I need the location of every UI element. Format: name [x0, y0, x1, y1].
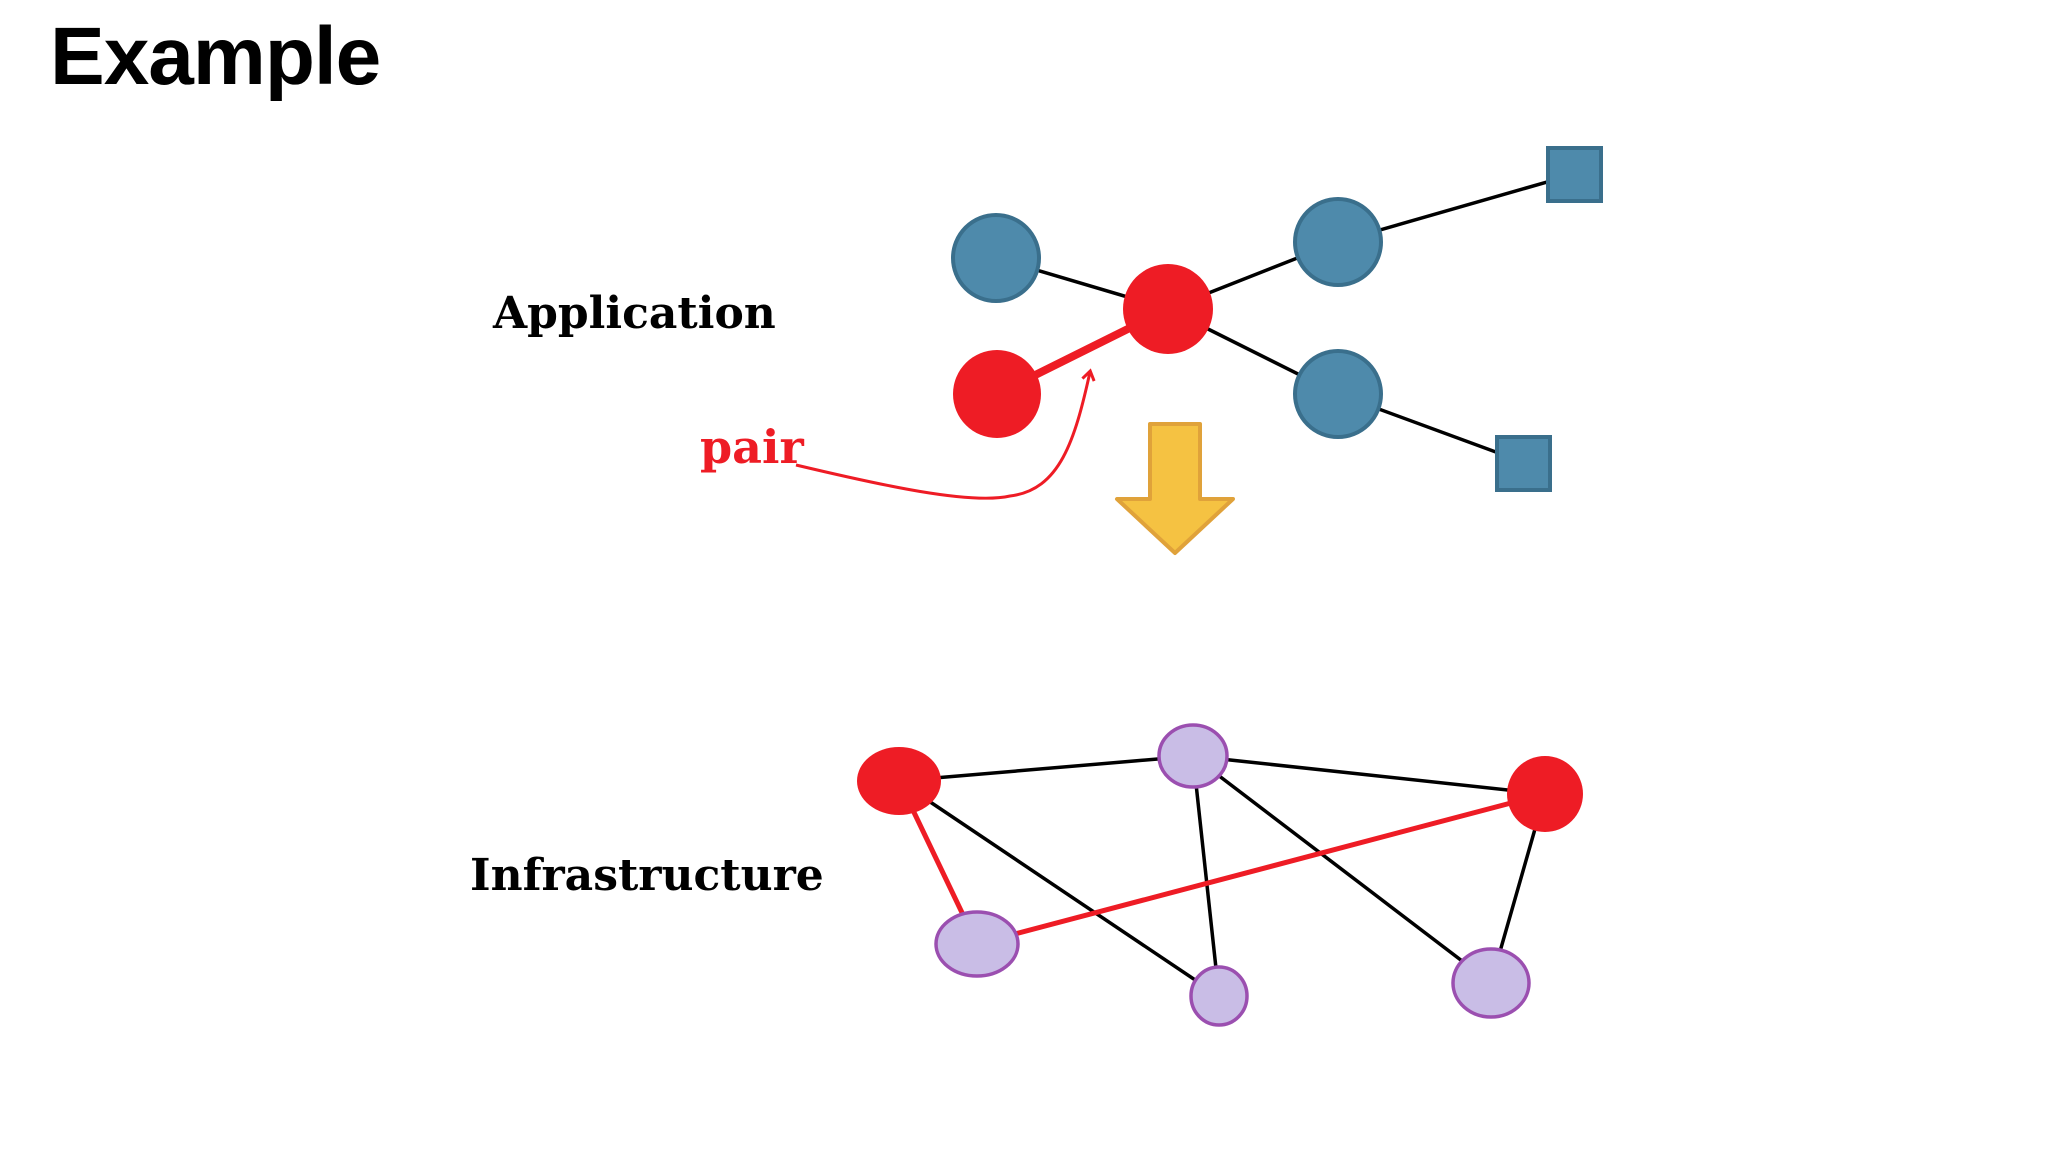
infrastructure-label: Infrastructure — [470, 850, 824, 901]
app-node-a1 — [951, 213, 1041, 303]
slide-title: Example — [50, 11, 381, 102]
infra-edge-i1-i5 — [898, 779, 1220, 998]
app-node-a3 — [1123, 264, 1213, 354]
app-node-a4 — [1293, 197, 1383, 287]
mapping-down-arrow — [1115, 422, 1235, 555]
app-node-a5 — [1293, 349, 1383, 439]
pair-pointer-arrow — [795, 372, 1090, 500]
app-node-a7 — [1495, 435, 1552, 492]
infra-node-i2 — [1157, 723, 1229, 789]
infrastructure-nodes — [857, 723, 1583, 1027]
app-node-a6 — [1546, 146, 1603, 203]
infra-edge-i1-i2 — [898, 754, 1194, 783]
application-edges — [995, 172, 1576, 464]
pair-label: pair — [700, 420, 804, 474]
infra-node-i5 — [1189, 965, 1249, 1027]
infra-node-i3 — [1507, 756, 1583, 832]
infra-node-i6 — [1451, 947, 1531, 1019]
infra-edge-i2-i3 — [1192, 754, 1546, 796]
application-label: Application — [492, 288, 776, 339]
infra-edge-i4-i3-highlight — [976, 791, 1546, 947]
infra-edge-i2-i6 — [1191, 754, 1493, 985]
application-nodes — [951, 146, 1603, 492]
app-node-a2 — [953, 350, 1041, 438]
infra-edge-i2-i5 — [1191, 755, 1221, 997]
infra-node-i4 — [934, 910, 1020, 978]
infrastructure-edges — [896, 754, 1547, 998]
infra-node-i1 — [857, 747, 941, 815]
